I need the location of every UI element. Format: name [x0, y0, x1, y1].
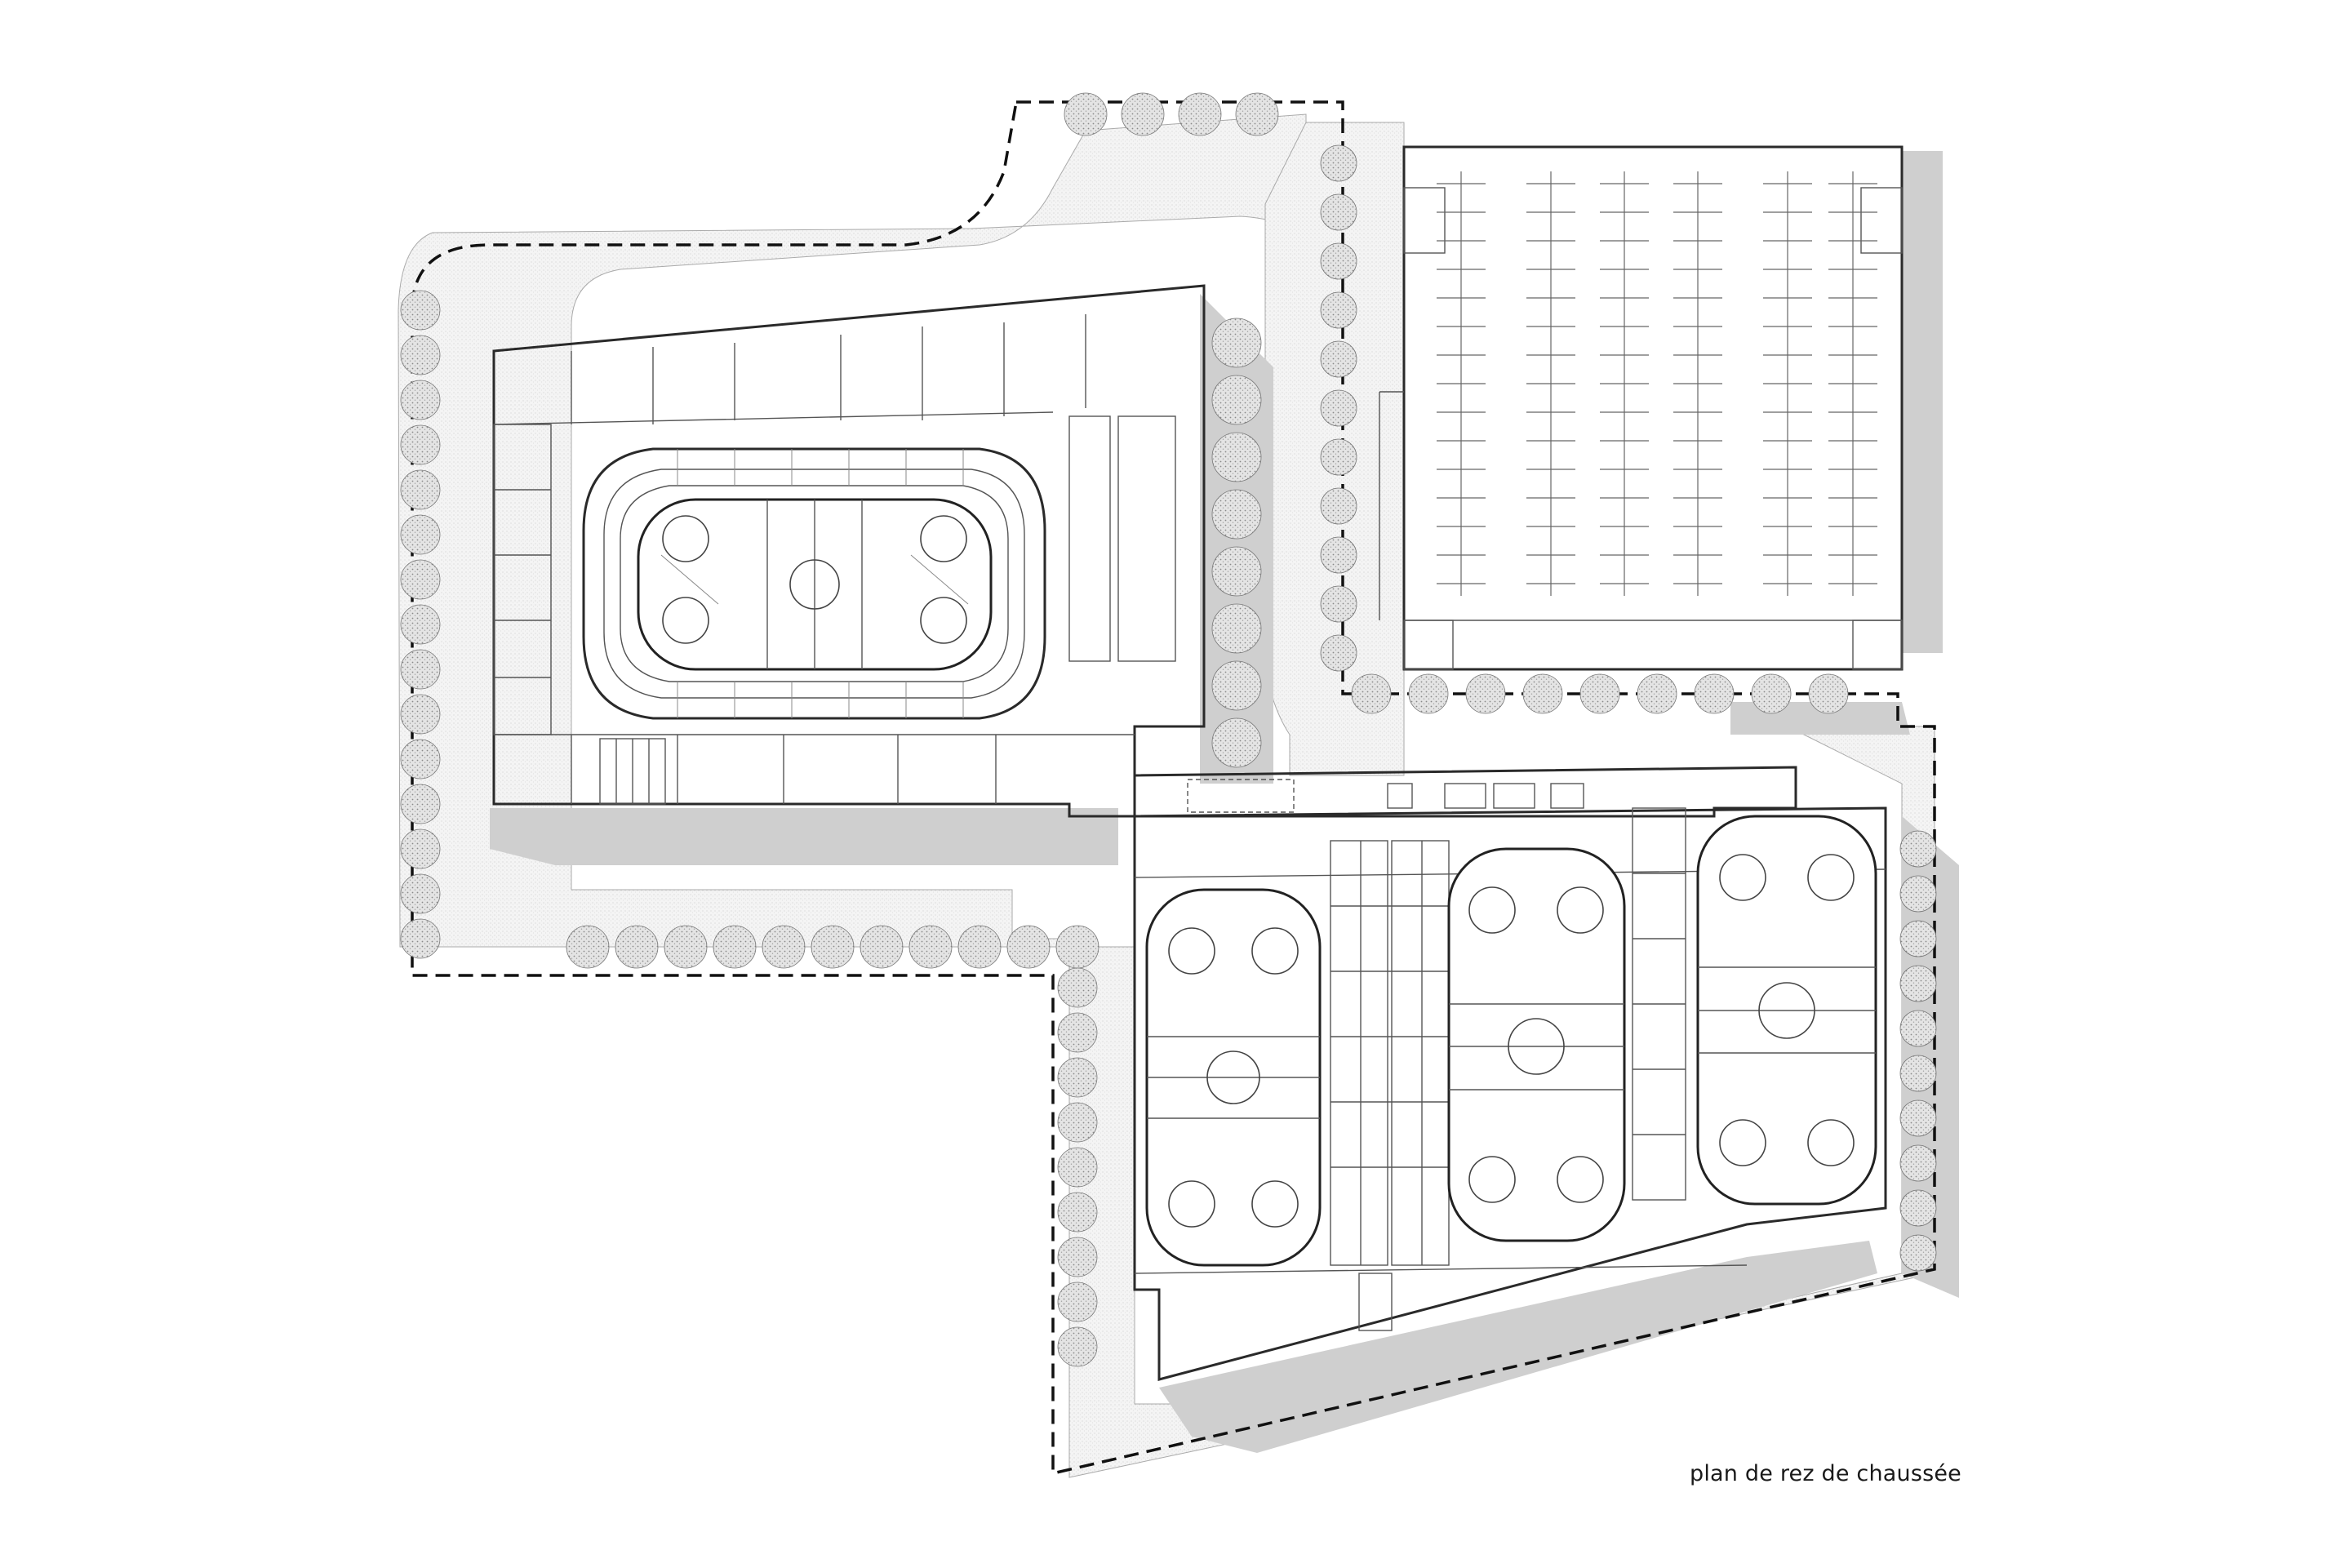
tree-canopy [1057, 1281, 1098, 1322]
tree-canopy [1320, 487, 1357, 525]
tree-canopy [400, 424, 441, 465]
tree-canopy [1351, 673, 1392, 714]
tree-canopy [400, 784, 441, 824]
rink-east [1696, 815, 1877, 1206]
tree-canopy [1522, 673, 1563, 714]
tree-canopy [1751, 673, 1792, 714]
rink-centre [1447, 847, 1626, 1242]
tree-canopy [1320, 634, 1357, 672]
tree-canopy [1211, 546, 1262, 597]
tree-canopy [1057, 1326, 1098, 1367]
tree-canopy [400, 290, 441, 331]
property-boundary [411, 100, 1936, 1476]
tree-canopy [1320, 340, 1357, 378]
tree-canopy [1899, 920, 1937, 957]
tree-canopy [1057, 1147, 1098, 1188]
tree-canopy [1320, 242, 1357, 280]
tree-canopy [1694, 673, 1735, 714]
tree-canopy [1899, 1234, 1937, 1272]
tree-canopy [566, 925, 610, 969]
tree-canopy [1320, 291, 1357, 329]
tree-canopy [1057, 1192, 1098, 1233]
connector-block [1133, 766, 1797, 818]
tree-canopy [1057, 1057, 1098, 1098]
tree-canopy [1211, 717, 1262, 768]
parking-stalls [1437, 171, 1877, 596]
tree-canopy [811, 925, 855, 969]
tree-canopy [615, 925, 659, 969]
tree-canopy [1320, 144, 1357, 182]
tree-canopy [1211, 489, 1262, 540]
tree-canopy [1055, 925, 1099, 969]
tree-canopy [860, 925, 904, 969]
tree-canopy [1057, 967, 1098, 1008]
tree-canopy [1899, 965, 1937, 1002]
tree-canopy [1320, 536, 1357, 574]
tree-canopy [1211, 375, 1262, 425]
tree-canopy [1121, 92, 1165, 136]
tree-canopy [1899, 1010, 1937, 1047]
tree-canopy [1320, 389, 1357, 427]
tree-canopy [400, 469, 441, 510]
drawing-caption: plan de rez de chaussée [1690, 1461, 1961, 1486]
tree-canopy [400, 604, 441, 645]
tree-canopy [1899, 830, 1937, 868]
tree-canopy [400, 649, 441, 690]
tree-canopy [1057, 1012, 1098, 1053]
tree-canopy [1320, 438, 1357, 476]
tree-canopy [1465, 673, 1506, 714]
tree-canopy [1579, 673, 1620, 714]
trees [400, 92, 1937, 1367]
tree-canopy [1064, 92, 1108, 136]
tree-canopy [1211, 432, 1262, 482]
tree-canopy [1899, 875, 1937, 913]
tree-canopy [400, 380, 441, 420]
tree-canopy [1211, 660, 1262, 711]
main-arena-rink [637, 498, 993, 671]
tree-canopy [400, 918, 441, 959]
tree-canopy [1899, 1055, 1937, 1092]
tree-canopy [1899, 1144, 1937, 1182]
tree-canopy [1408, 673, 1449, 714]
tree-canopy [1637, 673, 1677, 714]
tree-canopy [1235, 92, 1279, 136]
tree-canopy [400, 335, 441, 375]
tree-canopy [908, 925, 953, 969]
tree-canopy [400, 559, 441, 600]
tree-canopy [1808, 673, 1849, 714]
tree-canopy [957, 925, 1002, 969]
rink-west [1145, 888, 1322, 1267]
tree-canopy [400, 514, 441, 555]
tree-canopy [400, 873, 441, 914]
tree-canopy [1211, 318, 1262, 368]
tree-canopy [664, 925, 708, 969]
tree-canopy [400, 694, 441, 735]
tree-canopy [1178, 92, 1222, 136]
tree-canopy [1057, 1237, 1098, 1277]
tree-canopy [400, 828, 441, 869]
tree-canopy [762, 925, 806, 969]
tree-canopy [713, 925, 757, 969]
tree-canopy [400, 739, 441, 780]
tree-canopy [1899, 1189, 1937, 1227]
tree-canopy [1211, 603, 1262, 654]
tree-canopy [1006, 925, 1051, 969]
tree-canopy [1320, 585, 1357, 623]
tree-canopy [1320, 193, 1357, 231]
tree-canopy [1057, 1102, 1098, 1143]
parking-garage [1379, 145, 1904, 671]
tree-canopy [1899, 1099, 1937, 1137]
